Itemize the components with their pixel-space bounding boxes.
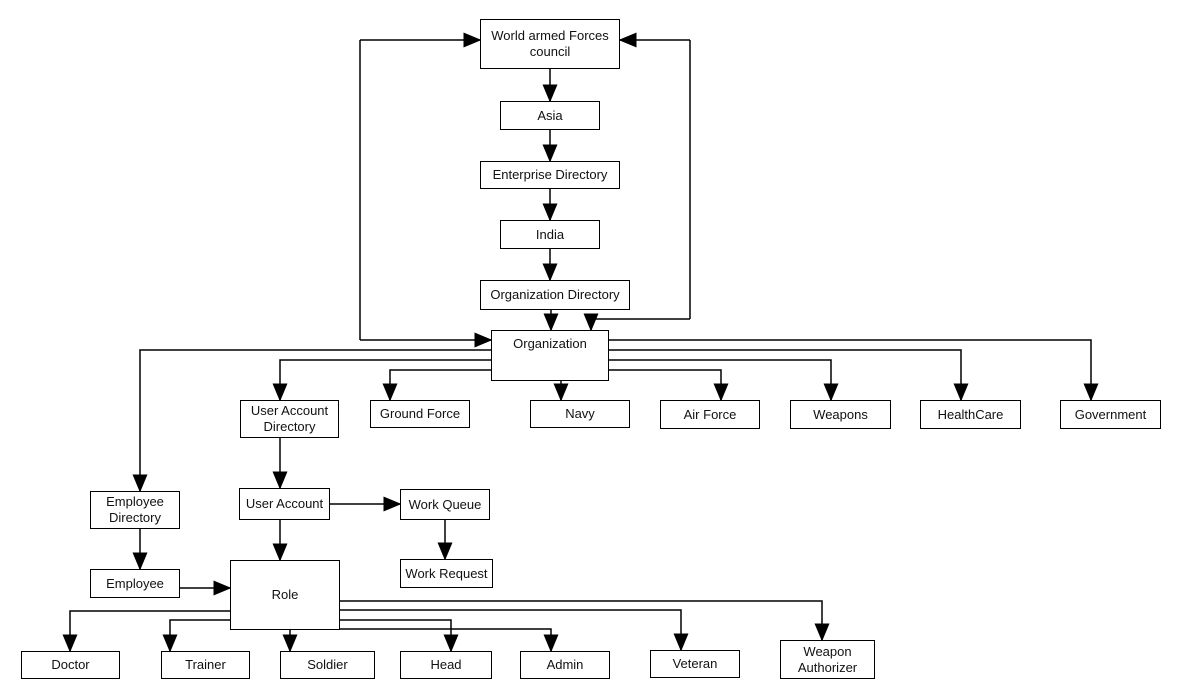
node-soldier: Soldier (280, 651, 375, 679)
edge-organization-user-account-directory (272, 359, 491, 402)
edge-role-admin (340, 628, 559, 653)
edge-role-weapon-authorizer (340, 600, 830, 642)
node-user-account: User Account (239, 488, 330, 520)
edge-role-trainer (162, 619, 230, 653)
node-organization: Organization (491, 330, 609, 381)
node-weapons: Weapons (790, 400, 891, 429)
node-user-account-directory: User Account Directory (240, 400, 339, 438)
node-doctor: Doctor (21, 651, 120, 679)
node-india: India (500, 220, 600, 249)
node-work-queue: Work Queue (400, 489, 490, 520)
edge-organization-air-force (609, 369, 729, 402)
edge-organization-ground-force (382, 369, 491, 402)
edge-loop-right-into-organization (583, 313, 690, 332)
edge-role-veteran (340, 609, 689, 652)
node-veteran: Veteran (650, 650, 740, 678)
node-world-armed-forces-council: World armed Forces council (480, 19, 620, 69)
node-air-force: Air Force (660, 400, 760, 429)
edge-role-doctor (62, 610, 230, 653)
edge-organization-weapons (609, 359, 839, 402)
node-role: Role (230, 560, 340, 630)
node-trainer: Trainer (161, 651, 250, 679)
node-government: Government (1060, 400, 1161, 429)
edge-organization-employee-directory (132, 349, 491, 493)
node-weapon-authorizer: Weapon Authorizer (780, 640, 875, 679)
node-work-request: Work Request (400, 559, 493, 588)
node-employee: Employee (90, 569, 180, 598)
node-healthcare: HealthCare (920, 400, 1021, 429)
node-head: Head (400, 651, 492, 679)
node-admin: Admin (520, 651, 610, 679)
node-enterprise-directory: Enterprise Directory (480, 161, 620, 189)
edge-organization-government (609, 339, 1099, 402)
node-navy: Navy (530, 400, 630, 428)
node-asia: Asia (500, 101, 600, 130)
node-ground-force: Ground Force (370, 400, 470, 428)
edge-role-head (340, 619, 459, 653)
edge-organization-healthcare (609, 349, 969, 402)
node-organization-directory: Organization Directory (480, 280, 630, 310)
node-employee-directory: Employee Directory (90, 491, 180, 529)
